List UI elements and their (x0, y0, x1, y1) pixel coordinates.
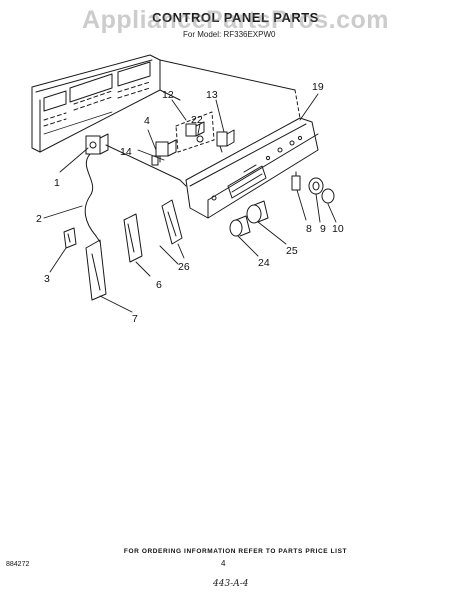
callout-9: 9 (320, 223, 326, 235)
page-number: 4 (221, 559, 226, 568)
diagram-title: CONTROL PANEL PARTS (152, 10, 319, 25)
bracket-6 (123, 213, 143, 263)
callout-1: 1 (54, 177, 60, 189)
backguard-panel (31, 54, 161, 153)
callout-14: 14 (120, 146, 132, 158)
leader-lines (43, 93, 337, 313)
callout-7: 7 (132, 313, 138, 325)
callout-26: 26 (178, 261, 190, 273)
callout-3: 3 (44, 273, 50, 285)
callout-24: 24 (258, 257, 270, 269)
switch-13 (216, 129, 235, 153)
knob-cap-10 (321, 188, 335, 204)
callout-6: 6 (156, 279, 162, 291)
ordering-note: FOR ORDERING INFORMATION REFER TO PARTS … (123, 548, 348, 555)
model-number: For Model: RF336EXPW0 (183, 30, 276, 39)
timer-1 (85, 133, 109, 155)
callout-10: 10 (332, 223, 344, 235)
callout-2: 2 (36, 213, 42, 225)
handwritten-reference: 443-A-4 (213, 579, 249, 589)
knob-24 (229, 215, 251, 237)
callout-labels: 1 2 3 4 6 7 8 9 10 12 13 14 19 22 24 25 … (36, 81, 344, 325)
control-panel-19 (185, 117, 319, 219)
callout-12: 12 (162, 89, 174, 101)
callout-8: 8 (306, 223, 312, 235)
knob-25 (246, 200, 269, 224)
switch-4 (155, 139, 177, 163)
cabinet-outline (105, 59, 301, 187)
knob-shaft-8 (291, 171, 301, 191)
bracket-26 (161, 199, 183, 245)
callout-13: 13 (206, 89, 218, 101)
callout-4: 4 (144, 115, 150, 127)
callout-25: 25 (286, 245, 298, 257)
bracket-3 (63, 227, 77, 249)
callout-19: 19 (312, 81, 324, 93)
wire-harness-2 (84, 153, 101, 243)
document-number: 884272 (6, 561, 30, 568)
clip-14 (151, 155, 159, 166)
callout-22: 22 (191, 114, 203, 126)
insulation-7 (85, 239, 107, 301)
knob-9 (308, 177, 324, 195)
